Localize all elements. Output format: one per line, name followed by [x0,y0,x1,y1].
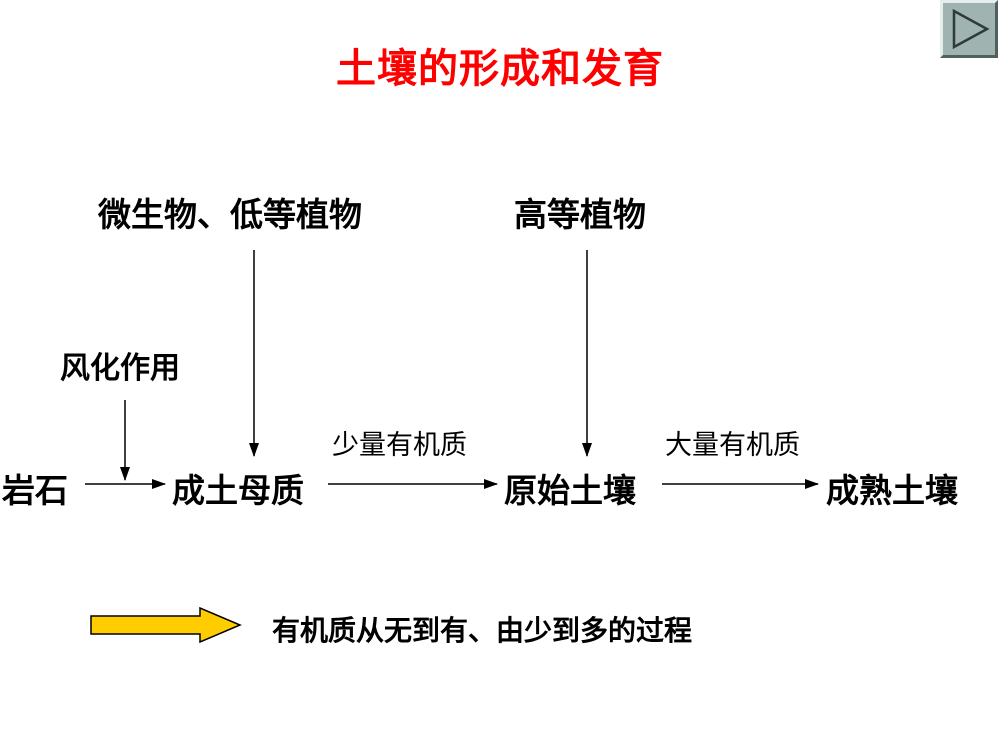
label-little-organic: 少量有机质 [332,430,467,461]
play-triangle-icon [952,8,990,50]
label-weathering: 风化作用 [60,351,180,386]
stage-rock: 岩石 [2,471,68,510]
legend-text: 有机质从无到有、由少到多的过程 [272,614,693,647]
stage-parent-material: 成土母质 [172,471,304,510]
slide-title: 土壤的形成和发育 [336,46,664,92]
next-slide-button[interactable] [940,0,998,58]
label-higher-plants: 高等植物 [514,195,646,234]
yellow-arrow-icon [90,606,242,644]
stage-primitive-soil: 原始土壤 [504,471,636,510]
label-much-organic: 大量有机质 [665,430,800,461]
stage-mature-soil: 成熟土壤 [826,471,958,510]
label-microorganisms: 微生物、低等植物 [98,195,362,234]
